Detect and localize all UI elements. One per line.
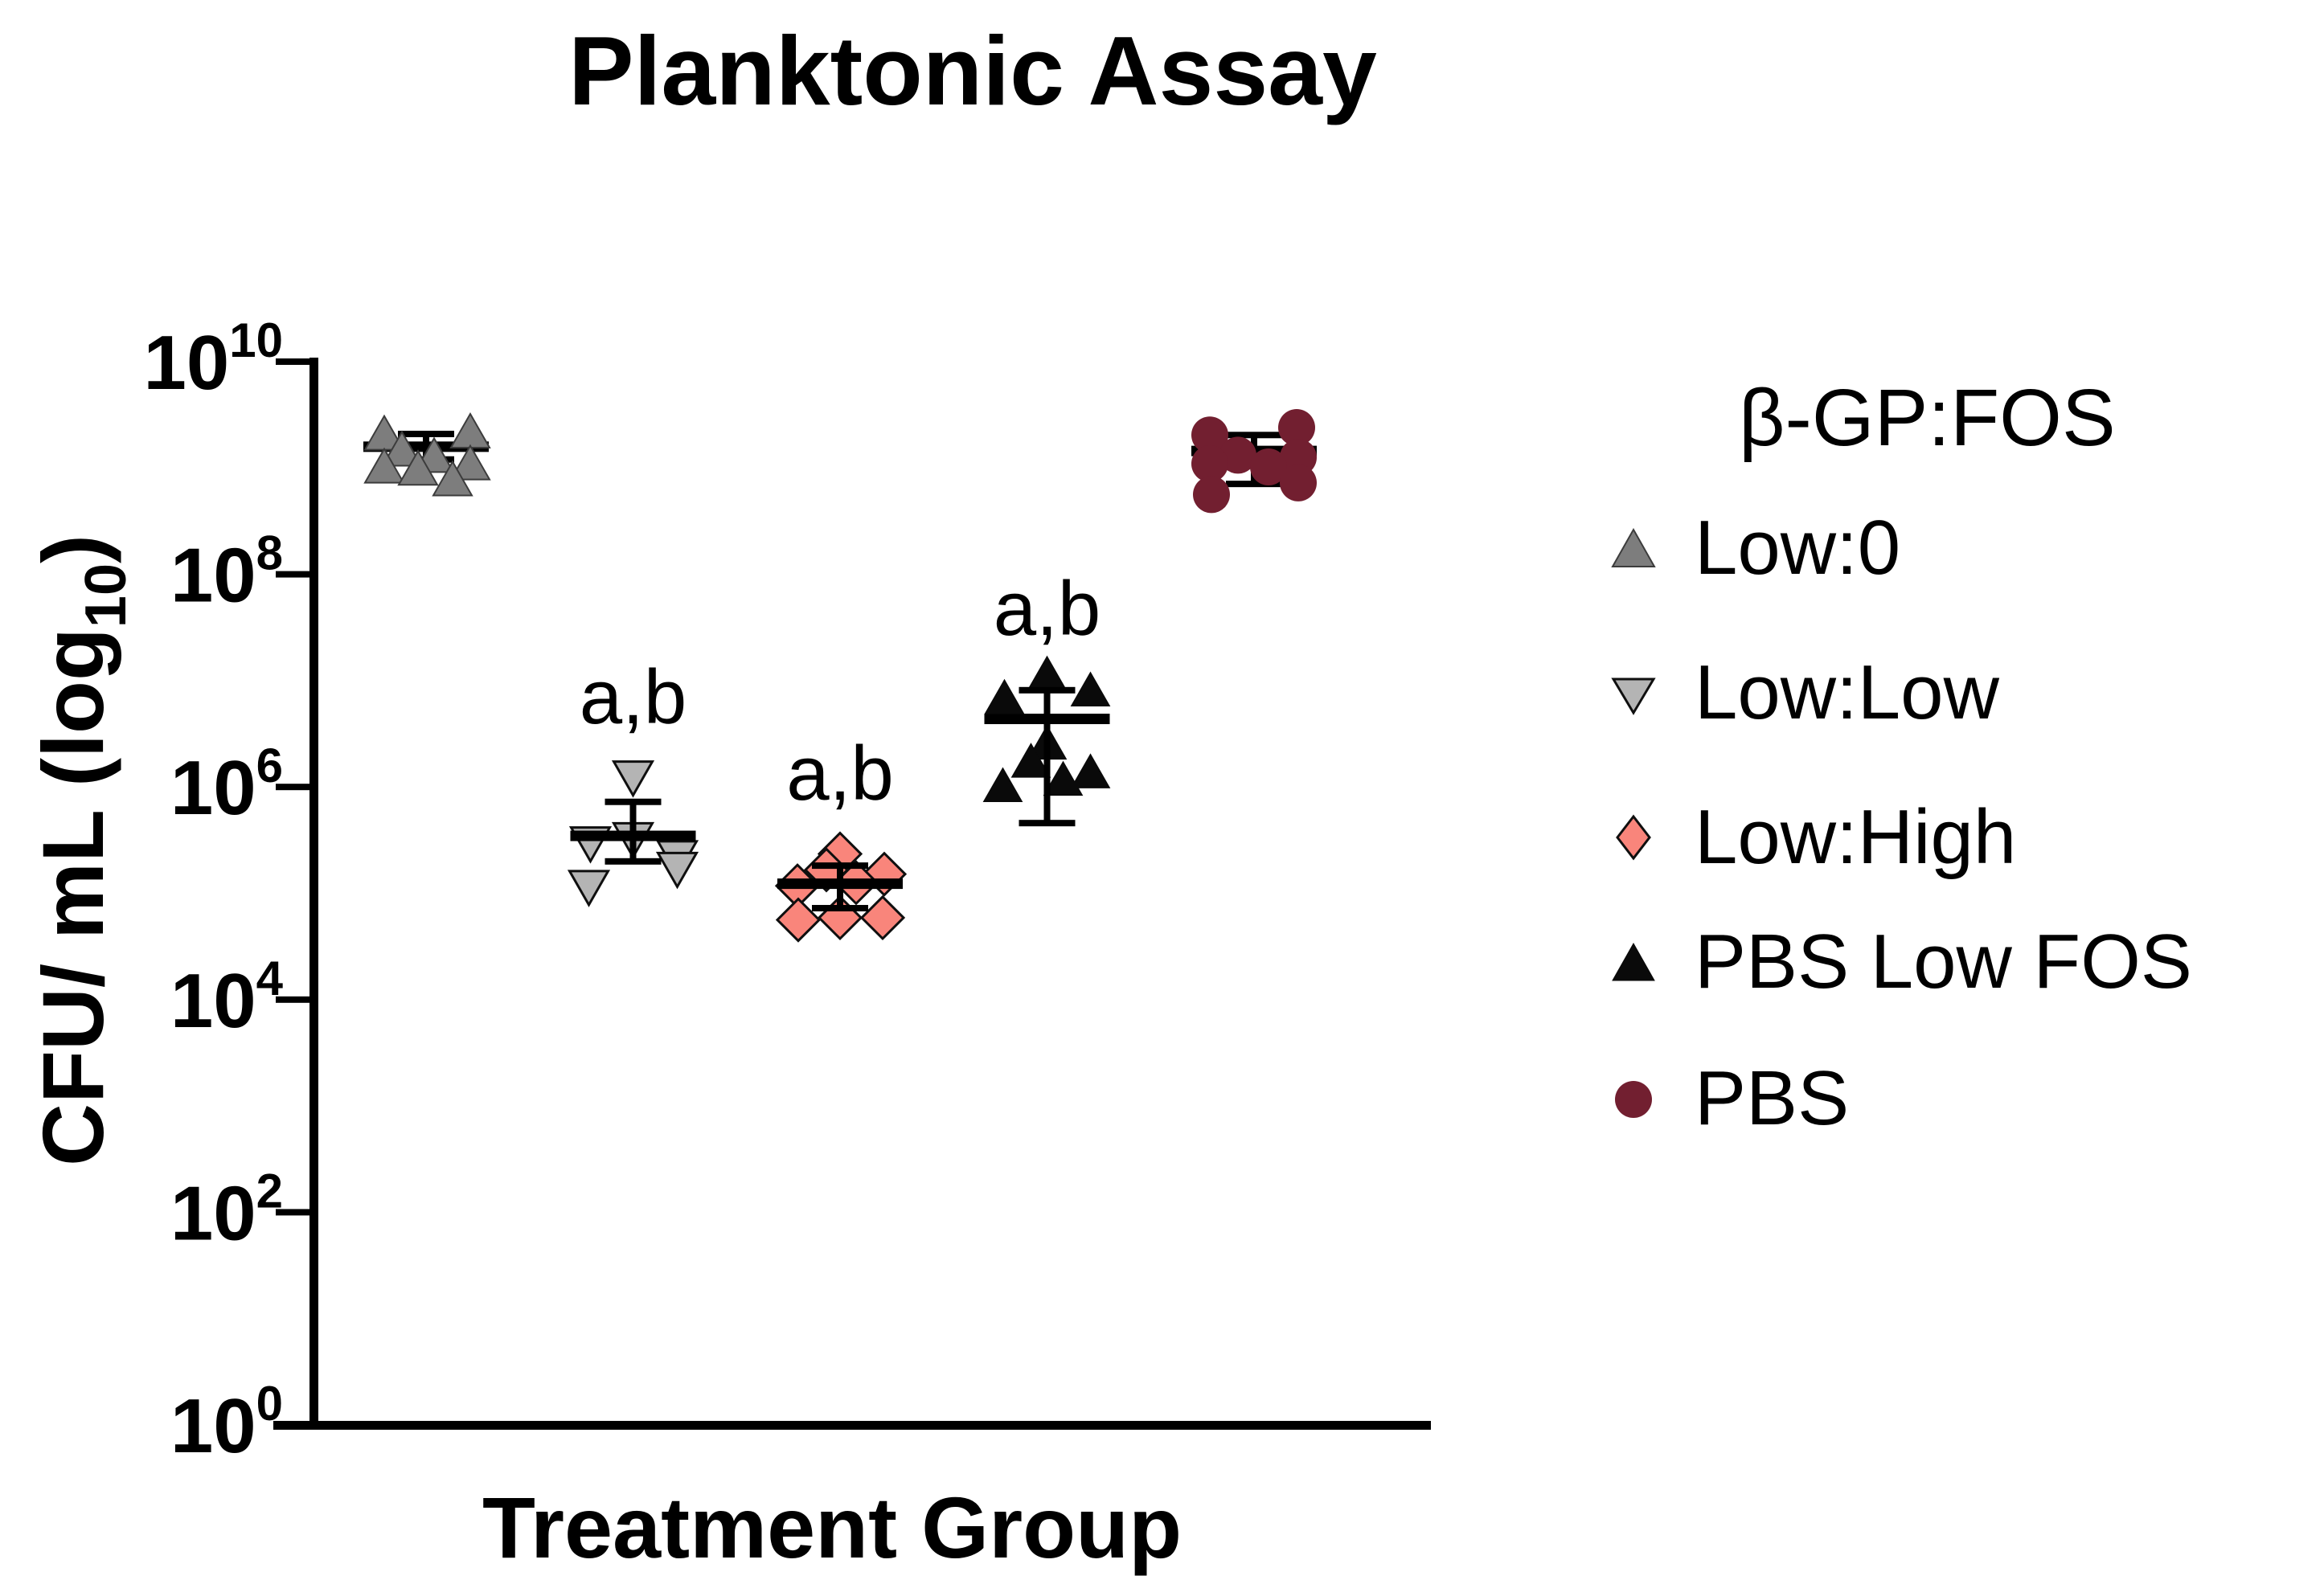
- legend-label: PBS Low FOS: [1695, 919, 2192, 1005]
- error-cap-upper: [605, 798, 662, 805]
- legend-marker-diamond-icon: [1616, 814, 1651, 861]
- triangle-up-marker: [1010, 743, 1051, 778]
- group-pbs: [1191, 409, 1317, 514]
- triangle-down-marker: [567, 870, 611, 907]
- significance-annotation: a,b: [786, 731, 893, 817]
- error-cap-upper: [1019, 686, 1076, 694]
- legend-marker-circle-icon: [1615, 1081, 1652, 1118]
- x-axis-label: Treatment Group: [482, 1479, 1182, 1576]
- significance-annotation: a,b: [994, 566, 1101, 652]
- group-low-0: [363, 411, 491, 497]
- triangle-up-marker: [982, 767, 1023, 803]
- legend-item-low-high: Low:High: [1608, 793, 2016, 882]
- legend-label: Low:Low: [1695, 649, 1999, 735]
- triangle-up-marker: [397, 449, 439, 486]
- legend-title: β-GP:FOS: [1739, 373, 2116, 463]
- triangle-up-marker: [1070, 671, 1111, 706]
- circle-marker: [1280, 439, 1317, 477]
- legend-item-pbs-low-fos: PBS Low FOS: [1608, 918, 2192, 1006]
- group-low-high: [774, 831, 908, 943]
- mean-line: [570, 830, 696, 841]
- circle-marker: [1250, 448, 1287, 485]
- y-tick: [276, 784, 309, 791]
- diamond-marker: [859, 894, 906, 941]
- error-cap-lower: [605, 858, 662, 865]
- mean-line: [777, 878, 903, 890]
- triangle-down-marker: [655, 851, 699, 890]
- y-tick-label: 104: [170, 952, 284, 1044]
- y-tick-label: 102: [170, 1164, 283, 1256]
- circle-marker: [1193, 476, 1230, 514]
- legend-label: Low:0: [1695, 505, 1901, 591]
- triangle-up-marker: [363, 447, 405, 484]
- group-pbs-low-fos: [982, 655, 1111, 827]
- y-axis-label: CFU/ mL (log10): [24, 534, 138, 1166]
- triangle-up-marker: [984, 678, 1025, 714]
- error-cap-upper: [1226, 432, 1282, 439]
- x-axis-line: [273, 1421, 1431, 1430]
- y-axis-line: [309, 358, 318, 1430]
- significance-annotation: a,b: [580, 654, 687, 740]
- legend-label: PBS: [1695, 1055, 1850, 1141]
- chart-title: Planktonic Assay: [568, 16, 1377, 125]
- triangle-up-marker: [1070, 753, 1111, 788]
- y-tick: [276, 358, 309, 365]
- mean-line: [984, 714, 1110, 725]
- triangle-up-marker: [381, 430, 423, 467]
- legend-marker-triangle-up-icon: [1611, 527, 1656, 567]
- circle-marker: [1191, 445, 1228, 483]
- error-cap-lower: [1019, 820, 1076, 827]
- circle-marker: [1280, 464, 1317, 501]
- y-tick-label: 100: [170, 1377, 283, 1469]
- error-stem: [1043, 690, 1051, 824]
- y-tick-label: 106: [170, 739, 283, 831]
- y-tick-label: 1010: [143, 313, 283, 406]
- diamond-marker: [861, 851, 908, 897]
- y-tick: [276, 571, 309, 578]
- error-cap-lower: [812, 905, 868, 912]
- error-cap-upper: [812, 862, 868, 870]
- legend-item-low-0: Low:0: [1608, 504, 1900, 592]
- legend-label: Low:High: [1695, 794, 2017, 880]
- legend-item-low-low: Low:Low: [1608, 649, 1999, 737]
- y-tick-label: 108: [170, 526, 283, 619]
- triangle-up-marker: [449, 444, 491, 481]
- error-cap-upper: [398, 430, 454, 437]
- legend-marker-triangle-up-icon: [1612, 942, 1655, 981]
- legend-marker-triangle-down-icon: [1611, 677, 1656, 715]
- group-low-low: [567, 760, 699, 907]
- y-tick: [276, 1422, 309, 1428]
- legend-item-pbs: PBS: [1608, 1054, 1849, 1143]
- triangle-up-marker: [1027, 655, 1068, 691]
- triangle-up-marker: [1043, 760, 1084, 796]
- circle-marker: [1191, 416, 1228, 454]
- diamond-marker: [775, 897, 822, 943]
- circle-marker: [1219, 436, 1256, 474]
- circle-marker: [1278, 409, 1315, 447]
- error-cap-lower: [1226, 481, 1282, 488]
- triangle-down-marker: [611, 760, 655, 798]
- triangle-up-marker: [449, 411, 491, 448]
- y-tick: [276, 996, 309, 1003]
- triangle-up-marker: [432, 460, 473, 497]
- y-tick: [276, 1209, 309, 1216]
